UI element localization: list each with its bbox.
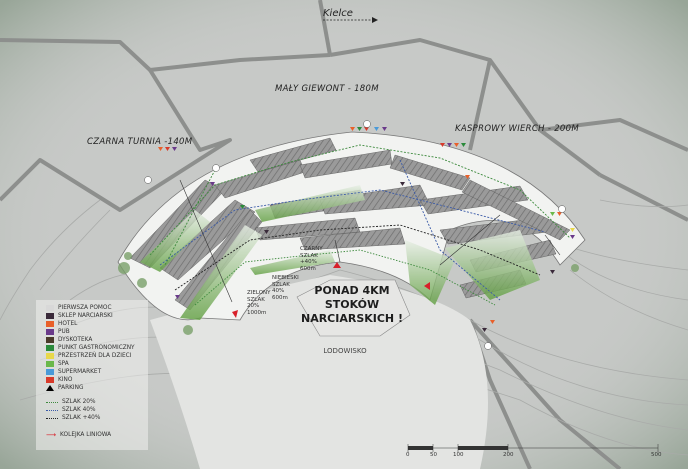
ski-shop-icon <box>46 313 54 319</box>
ski-lifts <box>179 179 561 303</box>
trail-40-line-icon <box>46 409 58 411</box>
plaza-area <box>150 275 488 469</box>
legend-item-hotel: HOTEL <box>46 321 77 327</box>
center-line-3: NARCIARSKICH ! <box>300 312 403 325</box>
legend-item-first-aid: PIERWSZA POMOC <box>46 305 112 311</box>
food-icon <box>46 345 54 351</box>
supermarket-icon <box>46 369 54 375</box>
central-building <box>296 279 411 337</box>
slope-label-green: ZIELONY SZLAK 20% 1000m <box>247 290 271 316</box>
scale-tick-200: 200 <box>503 452 514 458</box>
center-headline: PONAD 4KM STOKÓW NARCIARSKICH ! <box>297 284 407 326</box>
scale-tick-100: 100 <box>453 452 464 458</box>
slope-label-blue: NIEBIESKI SZLAK 40% 600m <box>272 275 299 301</box>
legend-item-kids: PRZESTRZEŃ DLA DZIECI <box>46 353 131 359</box>
peak-label-maly-giewont: MAŁY GIEWONT - 180M <box>275 84 379 94</box>
map-legend: PIERWSZA POMOC SKLEP NARCIARSKI HOTEL PU… <box>36 300 148 450</box>
ice-rink-label: LODOWISKO <box>323 347 367 355</box>
scale-tick-500: 500 <box>651 452 662 458</box>
hotel-icon <box>46 321 54 327</box>
first-aid-icon <box>46 305 54 311</box>
disco-icon <box>46 337 54 343</box>
direction-label-kielce: Kielce <box>323 8 353 19</box>
legend-item-ski-shop: SKLEP NARCIARSKI <box>46 313 113 319</box>
scale-bar <box>407 444 659 452</box>
legend-trail-20: SZLAK 20% <box>46 399 96 405</box>
legend-item-disco: DYSKOTEKA <box>46 337 92 343</box>
peak-label-czarna-turnia: CZARNA TURNIA -140M <box>87 137 193 147</box>
slope-label-black: CZARNY SZLAK +40% 600m <box>300 246 323 272</box>
spa-icon <box>46 361 54 367</box>
cinema-icon <box>46 377 54 383</box>
trees <box>118 252 579 335</box>
trails <box>149 144 571 306</box>
legend-trail-40: SZLAK 40% <box>46 407 96 413</box>
scale-tick-50: 50 <box>430 452 437 458</box>
trail-20-line-icon <box>46 401 58 403</box>
legend-item-cinema: KINO <box>46 377 72 383</box>
legend-item-parking: PARKING <box>46 385 83 391</box>
pub-icon <box>46 329 54 335</box>
center-line-2: STOKÓW <box>324 298 380 311</box>
peak-label-kasprowy-wierch: KASPROWY WIERCH - 200M <box>455 124 579 134</box>
legend-item-food: PUNKT GASTRONOMICZNY <box>46 345 135 351</box>
kids-icon <box>46 353 54 359</box>
parking-icon <box>46 385 54 391</box>
amenity-markers <box>158 127 575 332</box>
center-line-1: PONAD 4KM <box>314 284 390 297</box>
legend-item-spa: SPA <box>46 361 69 367</box>
legend-item-pub: PUB <box>46 329 70 335</box>
legend-cable-car: ⟶KOLEJKA LINIOWA <box>46 431 112 439</box>
trail-40plus-line-icon <box>46 417 58 419</box>
cable-car-arrow-icon: ⟶ <box>46 431 57 439</box>
legend-item-supermarket: SUPERMARKET <box>46 369 101 375</box>
parking-markers <box>144 120 566 350</box>
kielce-arrowhead <box>372 17 378 23</box>
grass-slopes <box>140 185 540 320</box>
scale-tick-0: 0 <box>406 452 410 458</box>
legend-trail-40plus: SZLAK +40% <box>46 415 100 421</box>
lift-arrows <box>232 262 430 318</box>
